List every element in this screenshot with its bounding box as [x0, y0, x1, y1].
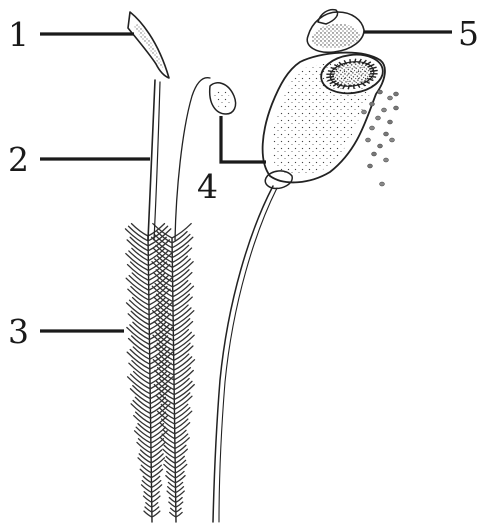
- seta-left-edge: [154, 82, 160, 240]
- label-5: 5: [458, 14, 479, 53]
- shoot-leaf: [168, 482, 175, 487]
- shoot-leaf: [175, 434, 188, 444]
- shoot-leaf: [176, 498, 182, 503]
- spore: [394, 92, 399, 96]
- label-1: 1: [8, 15, 29, 54]
- shoot-leaf: [151, 469, 162, 477]
- peristome-tooth: [354, 84, 355, 89]
- spore: [370, 126, 375, 130]
- spore: [384, 132, 389, 136]
- spore: [372, 152, 377, 156]
- seta-right: [213, 186, 273, 522]
- seta-right-edge: [219, 188, 277, 522]
- spore: [370, 102, 375, 106]
- shoot-leaf: [152, 503, 158, 507]
- seta-middle: [175, 78, 210, 240]
- shoot-leaf: [145, 507, 152, 512]
- spore: [380, 182, 385, 186]
- shoot-leaf: [148, 224, 165, 236]
- spore: [378, 144, 383, 148]
- leader-4: [221, 116, 266, 162]
- middle-sporophyte: [175, 78, 236, 240]
- spore: [394, 106, 399, 110]
- spore: [376, 116, 381, 120]
- shoot-leaf: [175, 464, 186, 473]
- shoot-leaf: [164, 464, 175, 473]
- shoot-leaf: [176, 482, 183, 487]
- shoot-leaf: [176, 508, 181, 512]
- operculum-shading: [312, 24, 360, 48]
- shoot-leaf: [170, 512, 176, 517]
- released-spores: [362, 90, 399, 186]
- shoot-leaf: [140, 469, 151, 477]
- shoot-leaf: [152, 507, 159, 512]
- leafy-gametophyte-shoots: [125, 224, 194, 522]
- spore: [390, 138, 395, 142]
- shoot-leaf: [169, 502, 176, 507]
- spore: [366, 138, 371, 142]
- right-sporophyte: [213, 10, 398, 522]
- spore: [368, 164, 373, 168]
- shoot-leaf: [176, 502, 183, 507]
- capsule-small-shading: [213, 88, 231, 109]
- spore: [382, 108, 387, 112]
- shoot-leaf: [176, 512, 182, 517]
- label-4: 4: [197, 167, 218, 206]
- peristome-tooth: [328, 71, 335, 72]
- shoot-leaf: [152, 492, 160, 498]
- shoot-leaf: [132, 224, 149, 236]
- spore: [378, 90, 383, 94]
- peristome-tooth: [369, 76, 376, 77]
- peristome-tooth: [350, 59, 351, 64]
- calyptra-shading: [134, 24, 164, 70]
- spore: [362, 110, 367, 114]
- shoot-leaf: [146, 503, 152, 507]
- shoot-leaf: [169, 498, 175, 503]
- shoot-leaf: [171, 508, 176, 512]
- shoot-leaf: [163, 449, 175, 458]
- shoot-leaf: [175, 449, 187, 458]
- part-labels: 1 2 3 4 5: [8, 14, 479, 351]
- spore: [388, 120, 393, 124]
- leader-lines: [40, 32, 452, 331]
- spore: [384, 158, 389, 162]
- label-2: 2: [8, 140, 29, 179]
- label-3: 3: [8, 312, 29, 351]
- left-sporophyte: [128, 12, 169, 240]
- spore: [388, 96, 393, 100]
